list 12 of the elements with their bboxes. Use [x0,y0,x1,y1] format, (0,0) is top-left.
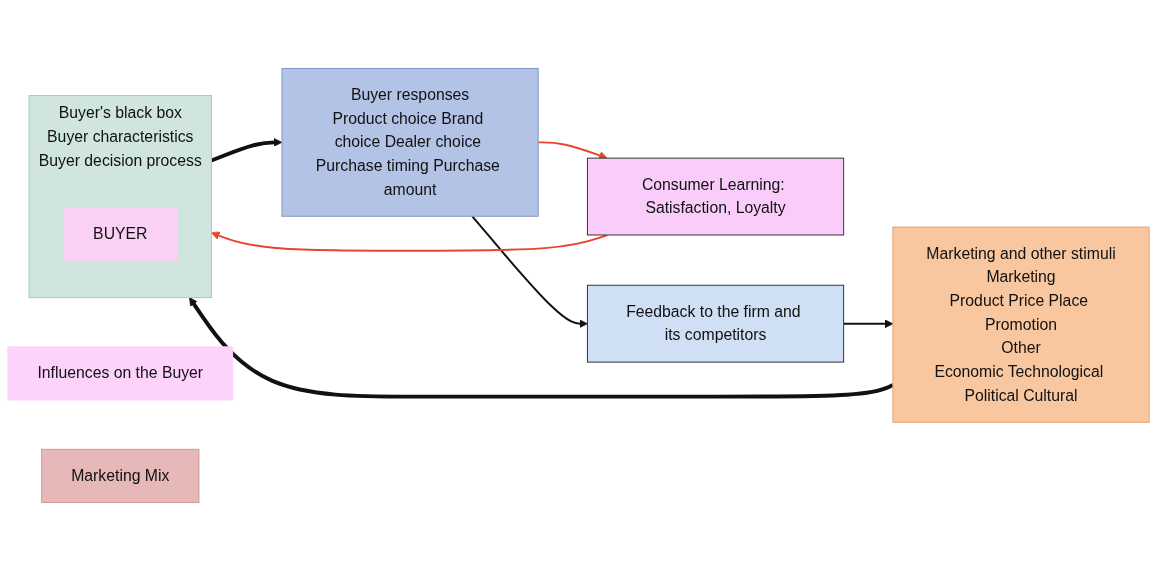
node-box: Consumer Learning: Satisfaction, Loyalty [586,157,845,236]
node-box: Feedback to the firm and its competitors [586,284,845,363]
node-box: Buyer responses Product choice Brand choice Dealer choice Purchase timing Purchase amount [281,67,539,217]
node-box: Influences on the Buyer [7,346,234,401]
node-box: Marketing and other stimuli Marketing Product Price Place Promotion Other Economic Technological Political Cultural [892,226,1150,423]
arrow [189,297,894,399]
arrow [471,215,588,328]
arrow [537,141,608,160]
arrow [210,138,283,163]
node-box: Marketing Mix [41,448,200,504]
arrow [842,319,894,329]
node-box: BUYER [63,206,178,262]
